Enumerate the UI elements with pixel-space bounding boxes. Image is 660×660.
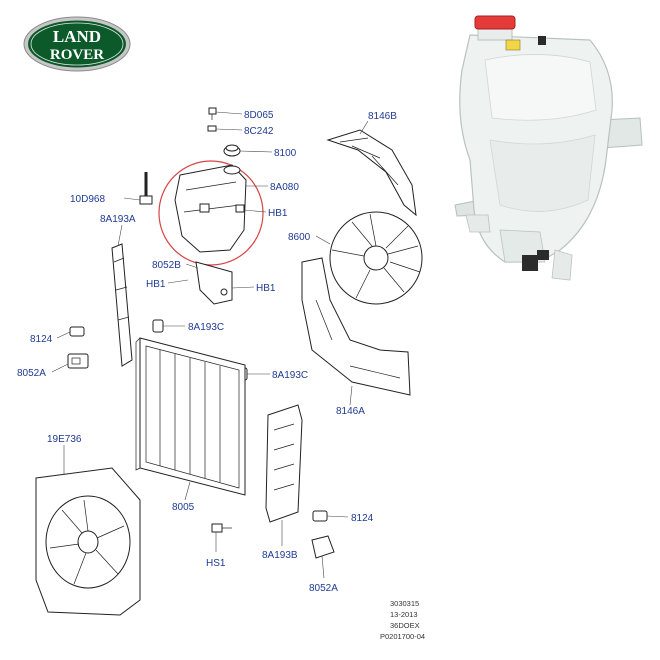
shroud-8146a	[301, 257, 411, 396]
reference-line: 36DOEX	[390, 621, 420, 630]
hose-8a193a	[111, 243, 133, 367]
tank-8a080	[174, 164, 247, 253]
callout-8052b: 8052B	[152, 260, 181, 271]
radiator-8005	[135, 337, 246, 496]
leader-lines	[51, 111, 369, 579]
bracket-8052a-right	[311, 535, 335, 559]
callout-8052a-b: 8052A	[309, 583, 338, 594]
callout-8a193c-b: 8A193C	[272, 370, 308, 381]
logo-word-land: LAND	[53, 27, 101, 46]
fan-19e736	[35, 467, 141, 616]
reference-line: 13-2013	[390, 610, 418, 619]
callout-8146a: 8146A	[336, 406, 365, 417]
callout-8600: 8600	[288, 232, 311, 243]
callout-hs1: HS1	[206, 558, 226, 569]
callout-8100: 8100	[274, 148, 297, 159]
callout-8005: 8005	[172, 502, 195, 513]
callout-8a193c-a: 8A193C	[188, 322, 224, 333]
callout-hb1-c: HB1	[256, 283, 276, 294]
callout-8c242: 8C242	[244, 126, 274, 137]
callout-8d065: 8D065	[244, 110, 274, 121]
clip-8124-left	[69, 326, 85, 337]
clip-8124-right	[312, 510, 328, 522]
callout-labels: 8D065 8C242 8100 8A080 HB1 10D968 8A193A…	[17, 110, 397, 594]
hose-8a193c-upper	[152, 319, 164, 333]
callout-8124-a: 8124	[30, 334, 53, 345]
callout-8a193a: 8A193A	[100, 214, 136, 225]
sensor-10d968	[139, 172, 153, 205]
bracket-8052a-left	[67, 353, 89, 369]
reference-block: 3030315 13-2013 36DOEX P0201700-04	[380, 599, 425, 641]
clip-8c242	[207, 125, 217, 132]
bolt-8d065	[208, 107, 217, 120]
callout-8052a-a: 8052A	[17, 368, 46, 379]
highlight-circle	[158, 160, 264, 266]
callout-8a080: 8A080	[270, 182, 299, 193]
expansion-tank-photo	[454, 15, 643, 281]
deflector-8a193b	[265, 404, 303, 523]
callout-19e736: 19E736	[47, 434, 82, 445]
logo-word-rover: ROVER	[50, 47, 104, 63]
reference-line: P0201700-04	[380, 632, 425, 641]
fan-8600	[329, 211, 423, 305]
bolt-hs1	[211, 523, 232, 533]
callout-hb1-b: HB1	[146, 279, 166, 290]
bracket-8052b	[195, 261, 233, 305]
callout-8124-b: 8124	[351, 513, 374, 524]
reference-line: 3030315	[390, 599, 419, 608]
callout-8146b: 8146B	[368, 111, 397, 122]
cap-8100	[223, 144, 241, 157]
land-rover-logo: LAND ROVER	[23, 16, 131, 72]
callout-10d968: 10D968	[70, 194, 105, 205]
callout-hb1-a: HB1	[268, 208, 288, 219]
shroud-8146b	[326, 129, 417, 217]
callout-8a193b: 8A193B	[262, 550, 298, 561]
